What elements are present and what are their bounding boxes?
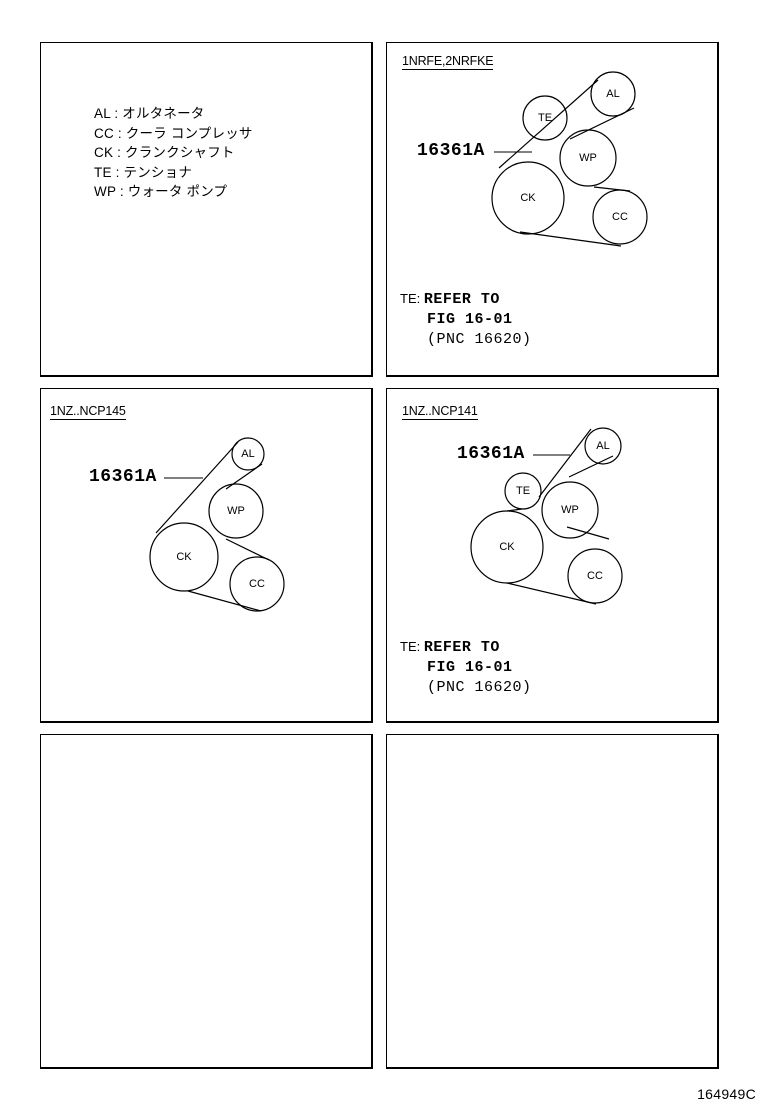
pulley-te (504, 472, 542, 510)
pulley-al (231, 437, 265, 471)
legend-name: クランクシャフト (125, 145, 235, 160)
pulley-cc (229, 556, 285, 612)
figure-id: 164949C (697, 1086, 756, 1102)
note-line: FIG 16-01 (427, 311, 513, 328)
legend-sep: : (110, 106, 123, 121)
pulley-label-ck: CK (499, 541, 515, 553)
legend-item-ck: CK : クランクシャフト (94, 143, 253, 163)
belt-routing-diagram: AL TE WP CK CC (470, 427, 623, 605)
legend-name: テンショナ (123, 164, 193, 180)
legend-item-wp: WP : ウォータ ポンプ (94, 182, 253, 202)
belt-diagram-panel-1nrfe: 1NRFE,2NRFKE AL TE WP CK CC 16361A TE: R… (386, 42, 719, 377)
pulley-ck (491, 161, 565, 235)
legend-code: AL (94, 106, 111, 121)
pulley-wp (208, 483, 264, 539)
pulley-ck (149, 522, 219, 592)
note-line: (PNC 16620) (427, 331, 532, 348)
note-line: FIG 16-01 (427, 659, 513, 676)
pulley-label-cc: CC (249, 578, 265, 590)
pulley-label-cc: CC (612, 211, 628, 223)
tensioner-note: TE: REFER TO FIG 16-01 (PNC 16620) (400, 289, 532, 349)
pulley-al (584, 427, 622, 465)
pulley-label-al: AL (241, 448, 254, 460)
note-line: REFER TO (423, 291, 500, 308)
legend-item-te: TE : テンショナ (94, 163, 253, 183)
legend-code: TE (94, 164, 112, 180)
legend-panel: AL : オルタネータ CC : クーラ コンプレッサ CK : クランクシャフ… (40, 42, 373, 377)
belt-routing-diagram: AL TE WP CK CC (491, 71, 648, 247)
pulley-label-wp: WP (579, 152, 597, 164)
pulley-label-al: AL (606, 88, 619, 100)
pulley-label-cc: CC (587, 570, 603, 582)
note-line: REFER TO (423, 639, 500, 656)
legend-item-cc: CC : クーラ コンプレッサ (94, 124, 253, 144)
belt-diagram-panel-ncp145: 1NZ..NCP145 AL WP CK CC 16361A (40, 388, 373, 723)
pulley-cc (592, 189, 648, 245)
legend-name: クーラ コンプレッサ (125, 125, 253, 141)
tensioner-note: TE: REFER TO FIG 16-01 (PNC 16620) (400, 637, 532, 697)
empty-panel-left (40, 734, 373, 1069)
abbreviation-legend: AL : オルタネータ CC : クーラ コンプレッサ CK : クランクシャフ… (94, 104, 253, 202)
pulley-label-wp: WP (227, 505, 245, 517)
part-number-callout: 16361A (417, 141, 485, 161)
pulley-ck (470, 510, 544, 584)
belt-diagram-panel-ncp141: 1NZ..NCP141 AL TE WP CK CC 16361A TE: RE… (386, 388, 719, 723)
pulley-label-wp: WP (561, 504, 579, 516)
empty-panel-right (386, 734, 719, 1069)
pulley-label-al: AL (596, 440, 609, 452)
legend-name: ウォータ ポンプ (127, 184, 228, 199)
variant-label: 1NZ..NCP141 (402, 404, 478, 420)
pulley-wp (541, 481, 599, 539)
pulley-label-ck: CK (176, 551, 192, 563)
part-number-callout: 16361A (457, 444, 525, 464)
legend-name: オルタネータ (122, 106, 205, 121)
legend-code: CC (94, 125, 114, 141)
legend-sep: : (111, 164, 124, 180)
note-line: (PNC 16620) (427, 679, 532, 696)
legend-sep: : (113, 145, 126, 160)
pulley-te (522, 95, 568, 141)
note-prefix: TE: (400, 639, 421, 654)
note-prefix: TE: (400, 291, 421, 306)
part-number-callout: 16361A (89, 467, 157, 487)
legend-item-al: AL : オルタネータ (94, 104, 253, 124)
legend-sep: : (115, 184, 128, 199)
legend-code: WP (94, 184, 116, 199)
legend-sep: : (113, 125, 126, 141)
pulley-label-ck: CK (520, 192, 536, 204)
variant-label: 1NZ..NCP145 (50, 404, 126, 420)
pulley-label-te: TE (516, 485, 530, 497)
pulley-label-te: TE (538, 112, 552, 124)
variant-label: 1NRFE,2NRFKE (402, 54, 494, 70)
pulley-wp (559, 129, 617, 187)
pulley-al (590, 71, 636, 117)
legend-code: CK (94, 145, 114, 160)
pulley-cc (567, 548, 623, 604)
belt-routing-diagram: AL WP CK CC (149, 437, 285, 612)
